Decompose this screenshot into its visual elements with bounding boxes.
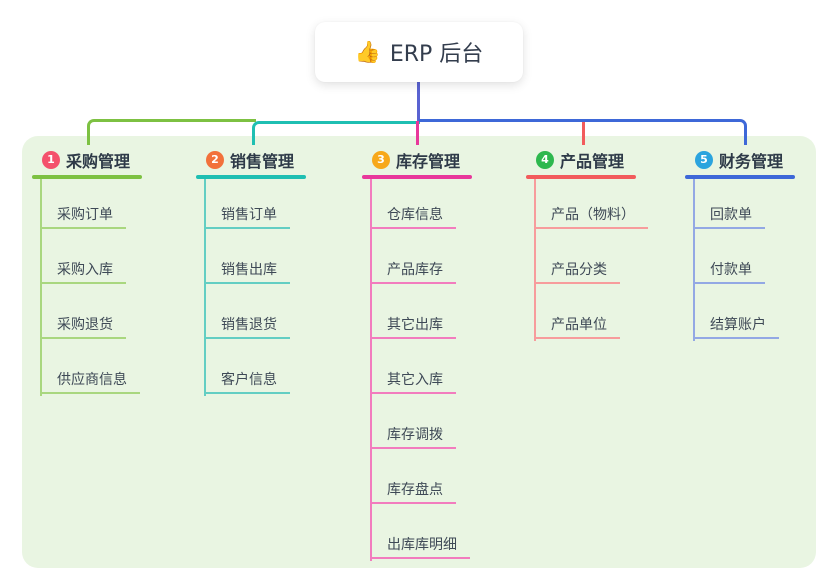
mindmap-canvas xyxy=(22,136,816,568)
branch-item-label: 回款单 xyxy=(710,207,752,223)
branch-2: 2 销售管理 销售订单销售出库销售退货客户信息 xyxy=(196,148,306,396)
branch-underline xyxy=(526,175,636,179)
branch-4: 4 产品管理 产品（物料） 产品分类产品单位 xyxy=(526,148,648,341)
branch-spine-line xyxy=(370,179,372,561)
branch-item-label: 产品库存 xyxy=(387,262,443,278)
branch-number-badge: 3 xyxy=(372,151,390,169)
branch-item-label: 库存盘点 xyxy=(387,482,443,498)
branch-1: 1 采购管理 采购订单采购入库采购退货供应商信息 xyxy=(32,148,142,396)
branch-item-label: 其它出库 xyxy=(387,317,443,333)
branch-item[interactable]: 付款单 xyxy=(693,258,765,284)
branch-header[interactable]: 5 财务管理 xyxy=(685,148,795,172)
branch-title: 采购管理 xyxy=(66,152,131,171)
branch-item-label: 产品（物料） xyxy=(551,207,635,223)
branch-number-badge: 5 xyxy=(695,151,713,169)
branch-spine-line xyxy=(534,179,536,341)
branch-item-label: 采购退货 xyxy=(57,317,113,333)
branch-title: 财务管理 xyxy=(719,152,784,171)
thumbs-up-icon: 👍 xyxy=(354,39,381,64)
connector-branch-5 xyxy=(419,119,747,145)
branch-spine-line xyxy=(40,179,42,396)
branch-underline xyxy=(362,175,472,179)
branch-item-label: 供应商信息 xyxy=(57,372,127,388)
branch-3: 3 库存管理 仓库信息产品库存其它出库其它入库库存调拨库存盘点出库库明细 xyxy=(362,148,472,561)
branch-header[interactable]: 3 库存管理 xyxy=(362,148,472,172)
branch-item-label: 库存调拨 xyxy=(387,427,443,443)
root-connector-line xyxy=(417,82,420,124)
branch-item[interactable]: 产品分类 xyxy=(534,258,620,284)
branch-number-badge: 1 xyxy=(42,151,60,169)
branch-item-label: 产品单位 xyxy=(551,317,607,333)
branch-item[interactable]: 其它入库 xyxy=(370,368,456,394)
branch-item[interactable]: 客户信息 xyxy=(204,368,290,394)
branch-item[interactable]: 采购入库 xyxy=(40,258,126,284)
branch-item-label: 仓库信息 xyxy=(387,207,443,223)
branch-spine-line xyxy=(693,179,695,341)
branch-item[interactable]: 供应商信息 xyxy=(40,368,140,394)
branch-title: 产品管理 xyxy=(560,152,625,171)
branch-header[interactable]: 2 销售管理 xyxy=(196,148,306,172)
branch-item-label: 付款单 xyxy=(710,262,752,278)
branch-item[interactable]: 出库库明细 xyxy=(370,533,470,559)
branch-item[interactable]: 销售订单 xyxy=(204,203,290,229)
branch-item[interactable]: 库存调拨 xyxy=(370,423,456,449)
branch-underline xyxy=(685,175,795,179)
branch-item[interactable]: 其它出库 xyxy=(370,313,456,339)
branch-item[interactable]: 销售退货 xyxy=(204,313,290,339)
branch-item[interactable]: 产品单位 xyxy=(534,313,620,339)
branch-item-label: 销售订单 xyxy=(221,207,277,223)
branch-item-label: 产品分类 xyxy=(551,262,607,278)
branch-item[interactable]: 库存盘点 xyxy=(370,478,456,504)
branch-item-label: 销售出库 xyxy=(221,262,277,278)
branch-item[interactable]: 产品库存 xyxy=(370,258,456,284)
branch-number-badge: 2 xyxy=(206,151,224,169)
branch-item[interactable]: 回款单 xyxy=(693,203,765,229)
branch-item-label: 采购订单 xyxy=(57,207,113,223)
root-node-erp[interactable]: 👍 ERP 后台 xyxy=(315,22,523,82)
branch-item-label: 出库库明细 xyxy=(387,537,457,553)
branch-underline xyxy=(196,175,306,179)
connector-branch-4 xyxy=(582,119,585,145)
branch-item[interactable]: 仓库信息 xyxy=(370,203,456,229)
branch-item-label: 采购入库 xyxy=(57,262,113,278)
connector-branch-3 xyxy=(416,121,419,145)
branch-item[interactable]: 产品（物料） xyxy=(534,203,648,229)
root-node-label: ERP 后台 xyxy=(389,42,484,67)
connector-branch-1 xyxy=(87,119,256,145)
branch-item[interactable]: 采购退货 xyxy=(40,313,126,339)
branch-underline xyxy=(32,175,142,179)
branch-5: 5 财务管理 回款单付款单结算账户 xyxy=(685,148,795,341)
branch-title: 库存管理 xyxy=(396,152,461,171)
branch-item-label: 客户信息 xyxy=(221,372,277,388)
branch-item[interactable]: 采购订单 xyxy=(40,203,126,229)
branch-title: 销售管理 xyxy=(230,152,295,171)
branch-item-label: 结算账户 xyxy=(710,317,766,333)
branch-header[interactable]: 1 采购管理 xyxy=(32,148,142,172)
connector-branch-2 xyxy=(252,121,420,145)
branch-spine-line xyxy=(204,179,206,396)
branch-item-label: 销售退货 xyxy=(221,317,277,333)
branch-item[interactable]: 结算账户 xyxy=(693,313,779,339)
branch-item-label: 其它入库 xyxy=(387,372,443,388)
branch-item[interactable]: 销售出库 xyxy=(204,258,290,284)
branch-number-badge: 4 xyxy=(536,151,554,169)
branch-header[interactable]: 4 产品管理 xyxy=(526,148,636,172)
